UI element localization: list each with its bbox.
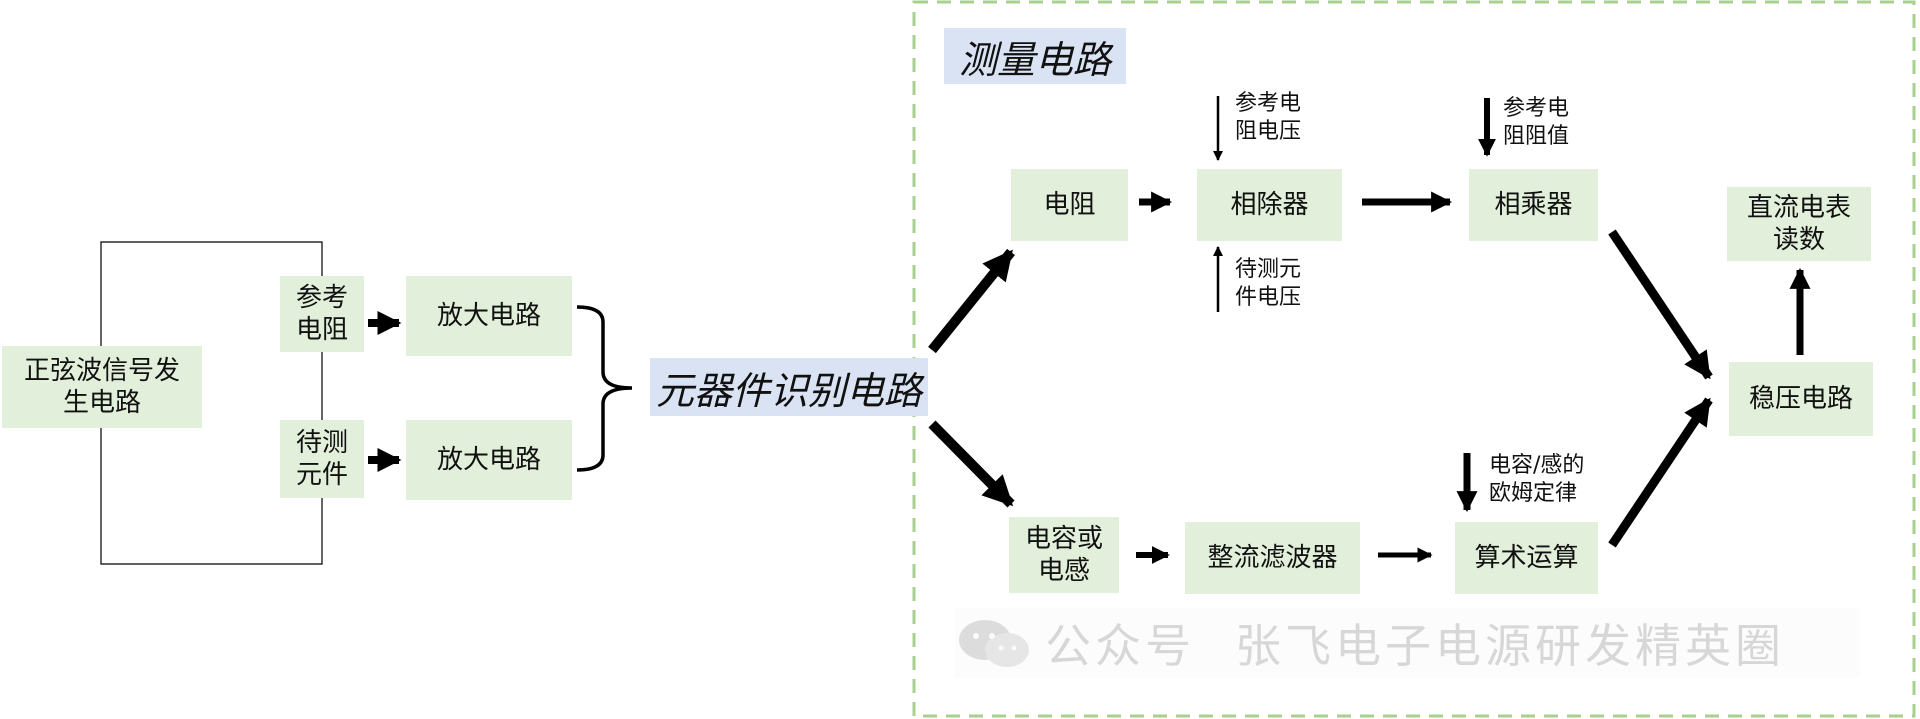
note-ohm-law: 电容/感的 欧姆定律 xyxy=(1489,453,1585,506)
rectifier-filter-box: 整流滤波器 xyxy=(1185,522,1360,594)
arrow-arith-to-regulator xyxy=(1608,397,1713,548)
arithmetic-box: 算术运算 xyxy=(1455,522,1598,594)
resistor-box: 电阻 xyxy=(1011,169,1128,241)
arrow-multiplier-to-regulator xyxy=(1608,229,1713,380)
loop-wire xyxy=(100,241,323,565)
arrow-to-cap-branch xyxy=(928,420,1015,508)
merge-brace xyxy=(576,305,633,472)
measurement-title: 测量电路 xyxy=(944,28,1126,84)
note-ref-voltage: 参考电 阻电压 xyxy=(1235,91,1302,144)
reference-resistor-box: 参考 电阻 xyxy=(280,276,364,352)
sine-generator-box: 正弦波信号发 生电路 xyxy=(2,346,202,428)
dut-box: 待测 元件 xyxy=(280,420,364,498)
identification-label: 元器件识别电路 xyxy=(650,358,928,416)
amplifier-top-box: 放大电路 xyxy=(406,276,572,356)
dc-meter-box: 直流电表 读数 xyxy=(1727,187,1871,261)
multiplier-box: 相乘器 xyxy=(1469,169,1598,241)
watermark-prefix: 公众号 xyxy=(1045,619,1195,673)
cap-ind-box: 电容或 电感 xyxy=(1009,517,1119,593)
wechat-icon xyxy=(959,620,1029,667)
note-ref-value: 参考电 阻阻值 xyxy=(1503,96,1570,149)
note-dut-voltage: 待测元 件电压 xyxy=(1235,257,1302,310)
amplifier-bottom-box: 放大电路 xyxy=(406,420,572,500)
arrow-to-resistor-branch xyxy=(928,248,1015,354)
watermark-name: 张飞电子电源研发精英圈 xyxy=(1235,619,1785,673)
regulator-box: 稳压电路 xyxy=(1729,362,1873,436)
divider-box: 相除器 xyxy=(1197,169,1342,241)
watermark: 公众号 张飞电子电源研发精英圈 xyxy=(955,608,1860,678)
